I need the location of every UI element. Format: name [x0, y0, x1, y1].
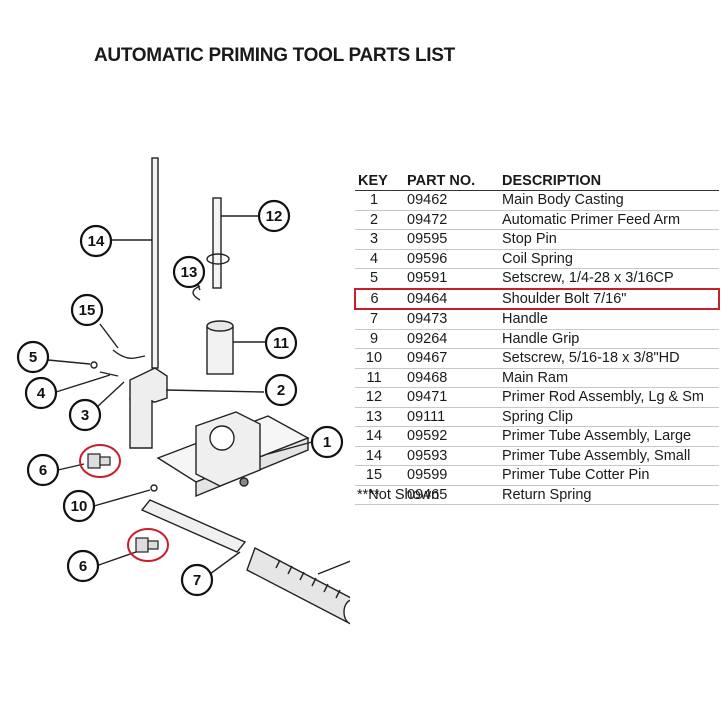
- cell-desc: Primer Tube Assembly, Small: [499, 446, 719, 466]
- callout-11: 11: [273, 335, 289, 352]
- cell-part: 09467: [393, 348, 499, 369]
- cell-desc: Return Spring: [499, 485, 719, 505]
- cell-key: 13: [355, 407, 393, 427]
- cell-key: 14: [355, 446, 393, 466]
- cell-part: 09595: [393, 229, 499, 250]
- cell-desc: Primer Tube Cotter Pin: [499, 465, 719, 486]
- callout-6b: 6: [79, 558, 87, 575]
- cell-key: 5: [355, 268, 393, 289]
- cell-desc: Main Body Casting: [499, 190, 719, 211]
- callout-4: 4: [37, 385, 46, 402]
- cell-desc: Primer Rod Assembly, Lg & Sm: [499, 387, 719, 408]
- cell-key: 9: [355, 329, 393, 349]
- cell-key: 14: [355, 426, 393, 447]
- cell-part: 09596: [393, 249, 499, 269]
- cell-key: 2: [355, 210, 393, 230]
- cell-part: 09471: [393, 387, 499, 408]
- cell-part: 09472: [393, 210, 499, 230]
- cell-desc: Coil Spring: [499, 249, 719, 269]
- cell-desc: Shoulder Bolt 7/16": [499, 287, 720, 310]
- cell-part: 09473: [393, 309, 499, 330]
- callout-14: 14: [88, 233, 105, 250]
- cell-key: 12: [355, 387, 393, 408]
- callout-6a: 6: [39, 462, 47, 479]
- callout-2: 2: [277, 382, 285, 399]
- footnote: **Not Shown: [357, 487, 440, 503]
- table-header-row: KEY PART NO. DESCRIPTION: [355, 172, 719, 191]
- callout-7: 7: [193, 572, 201, 589]
- cell-part: 09591: [393, 268, 499, 289]
- cell-desc: Automatic Primer Feed Arm: [499, 210, 719, 230]
- cell-key: 10: [355, 348, 393, 369]
- page-title: AUTOMATIC PRIMING TOOL PARTS LIST: [94, 45, 455, 66]
- header-description: DESCRIPTION: [499, 172, 719, 191]
- cell-part: 09599: [393, 465, 499, 486]
- cell-key: 1: [355, 190, 393, 211]
- cell-part: 09592: [393, 426, 499, 447]
- callout-12: 12: [266, 208, 283, 225]
- cell-desc: Primer Tube Assembly, Large: [499, 426, 719, 447]
- exploded-parts-diagram: 14 12 13 15 11 5 4 2 3 1 6 10 9 6 7: [16, 157, 350, 625]
- cell-part: 09462: [393, 190, 499, 211]
- callout-5: 5: [29, 349, 37, 366]
- cell-key: 3: [355, 229, 393, 250]
- cell-part: 09464: [393, 287, 499, 310]
- cell-key: 4: [355, 249, 393, 269]
- cell-part: 09593: [393, 446, 499, 466]
- cell-desc: Handle Grip: [499, 329, 719, 349]
- cell-part: 09264: [393, 329, 499, 349]
- header-part-no: PART NO.: [393, 172, 499, 191]
- callout-10: 10: [71, 498, 88, 515]
- callout-1: 1: [323, 434, 331, 451]
- header-key: KEY: [355, 172, 393, 191]
- cell-desc: Stop Pin: [499, 229, 719, 250]
- cell-desc: Main Ram: [499, 368, 719, 388]
- cell-part: 09111: [393, 407, 499, 427]
- cell-key: 11: [355, 368, 393, 388]
- cell-desc: Setscrew, 5/16-18 x 3/8"HD: [499, 348, 719, 369]
- cell-key: 7: [355, 309, 393, 330]
- cell-key: **: [355, 485, 393, 505]
- callout-15: 15: [79, 302, 96, 319]
- callout-13: 13: [181, 264, 198, 281]
- cell-desc: Spring Clip: [499, 407, 719, 427]
- cell-part: 09468: [393, 368, 499, 388]
- cell-desc: Setscrew, 1/4-28 x 3/16CP: [499, 268, 719, 289]
- cell-key: 6: [354, 287, 393, 310]
- callout-3: 3: [81, 407, 89, 424]
- cell-part: 09465: [393, 485, 499, 505]
- cell-desc: Handle: [499, 309, 719, 330]
- cell-key: 15: [355, 465, 393, 486]
